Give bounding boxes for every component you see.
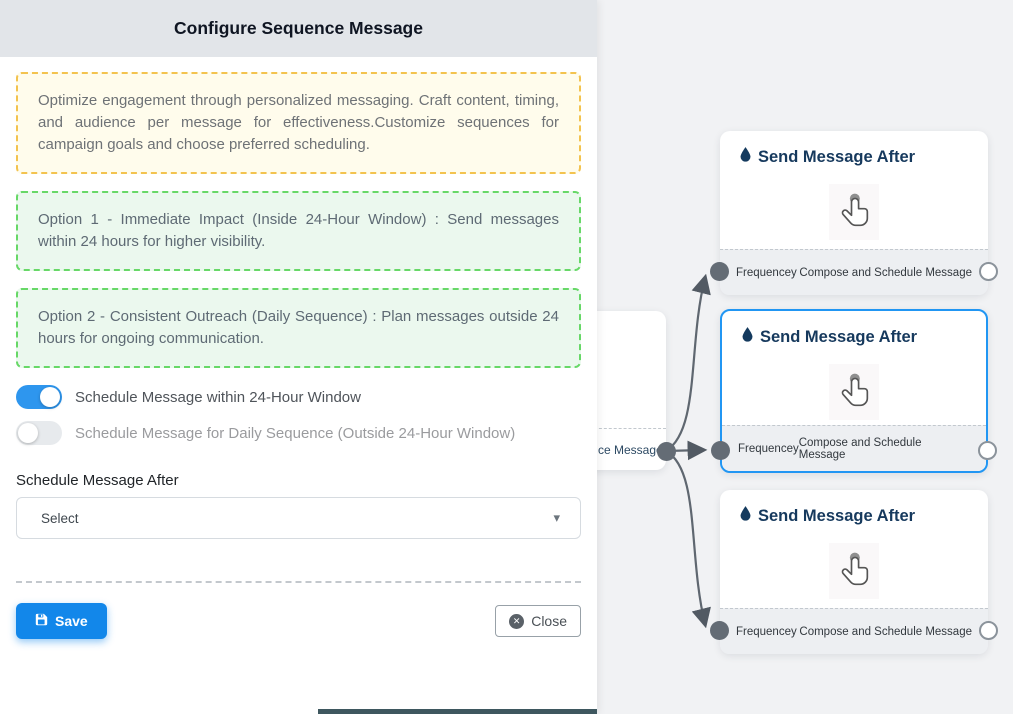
footer-divider xyxy=(16,581,581,583)
configure-sequence-message-modal: Configure Sequence Message Optimize enga… xyxy=(0,0,597,714)
edge-to-node-3 xyxy=(665,450,711,629)
circle-x-icon: ✕ xyxy=(509,613,525,629)
toggle-knob xyxy=(40,387,60,407)
tap-cursor-icon xyxy=(829,364,879,420)
flow-node-send-message-3[interactable]: Send Message After Frequencey Compose an… xyxy=(710,490,998,654)
node-output-handle[interactable] xyxy=(979,621,998,640)
source-output-handle[interactable] xyxy=(657,442,676,461)
node-footer-frequency-label[interactable]: Frequencey xyxy=(738,442,799,455)
close-button-label: Close xyxy=(531,613,567,629)
node-footer-compose-label[interactable]: Compose and Schedule Message xyxy=(798,436,922,461)
schedule-after-label: Schedule Message After xyxy=(16,472,179,489)
save-button[interactable]: Save xyxy=(16,603,107,639)
drop-icon xyxy=(740,147,751,167)
schedule-after-select[interactable]: Select ▾ xyxy=(16,497,581,539)
toggle-daily-sequence[interactable] xyxy=(16,421,62,445)
info-box: Optimize engagement through personalized… xyxy=(16,72,581,174)
node-footer-frequency-label[interactable]: Frequencey xyxy=(736,625,797,638)
caret-down-icon: ▾ xyxy=(553,510,560,525)
tap-cursor-icon xyxy=(829,184,879,240)
node-footer-frequency-label[interactable]: Frequencey xyxy=(736,266,797,279)
edge-to-node-1 xyxy=(665,273,711,452)
select-value: Select xyxy=(41,510,79,526)
flow-node-send-message-1[interactable]: Send Message After Frequencey Compose an… xyxy=(710,131,998,295)
node-title-label: Send Message After xyxy=(758,147,916,166)
toggle-daily-sequence-label: Schedule Message for Daily Sequence (Out… xyxy=(75,424,516,442)
node-title-label: Send Message After xyxy=(760,327,918,346)
drop-icon xyxy=(742,327,753,347)
flow-node-send-message-2-selected[interactable]: Send Message After Frequencey Compose an… xyxy=(711,309,997,473)
floppy-icon xyxy=(35,613,48,629)
toggle-24-hour-window-label: Schedule Message within 24-Hour Window xyxy=(75,388,361,406)
close-button[interactable]: ✕ Close xyxy=(495,605,581,637)
node-input-handle[interactable] xyxy=(710,262,729,281)
node-output-handle[interactable] xyxy=(979,262,998,281)
node-footer-compose-label[interactable]: Compose and Schedule Message xyxy=(799,625,972,638)
option-1-box: Option 1 - Immediate Impact (Inside 24-H… xyxy=(16,191,581,271)
node-input-handle[interactable] xyxy=(711,441,730,460)
modal-header: Configure Sequence Message xyxy=(0,0,597,57)
horizontal-scrollbar-thumb[interactable] xyxy=(318,709,597,714)
tap-cursor-icon xyxy=(829,543,879,599)
node-output-handle[interactable] xyxy=(978,441,997,460)
drop-icon xyxy=(740,506,751,526)
option-2-box: Option 2 - Consistent Outreach (Daily Se… xyxy=(16,288,581,368)
node-footer-compose-label[interactable]: Compose and Schedule Message xyxy=(799,266,972,279)
modal-title: Configure Sequence Message xyxy=(174,18,423,38)
toggle-knob xyxy=(18,423,38,443)
toggle-24-hour-window[interactable] xyxy=(16,385,62,409)
node-title-label: Send Message After xyxy=(758,506,916,525)
save-button-label: Save xyxy=(55,613,88,629)
node-input-handle[interactable] xyxy=(710,621,729,640)
